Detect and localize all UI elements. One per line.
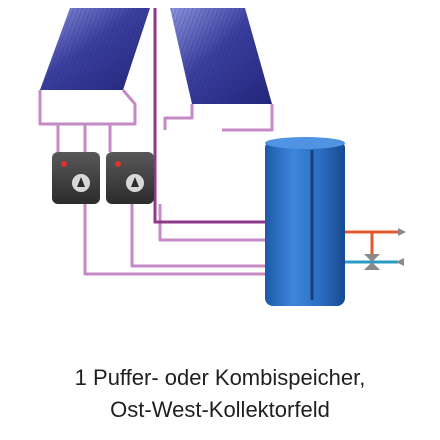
solar-piping-main <box>153 8 265 224</box>
caption-line-1: 1 Puffer- oder Kombispeicher, <box>74 365 366 390</box>
caption-line-2: Ost-West-Kollektorfeld <box>110 397 330 422</box>
mixing-valve <box>364 254 380 270</box>
solar-station-1 <box>52 152 100 204</box>
system-diagram <box>38 8 406 306</box>
hot-water-arrow-icon <box>398 228 406 236</box>
solar-piping <box>38 89 274 276</box>
collector-west <box>40 8 150 90</box>
solar-station-2 <box>106 152 154 204</box>
buffer-tank <box>265 137 345 306</box>
hot-water-line <box>345 230 398 254</box>
collector-east <box>170 8 272 104</box>
cold-water-arrow-icon <box>396 258 404 266</box>
